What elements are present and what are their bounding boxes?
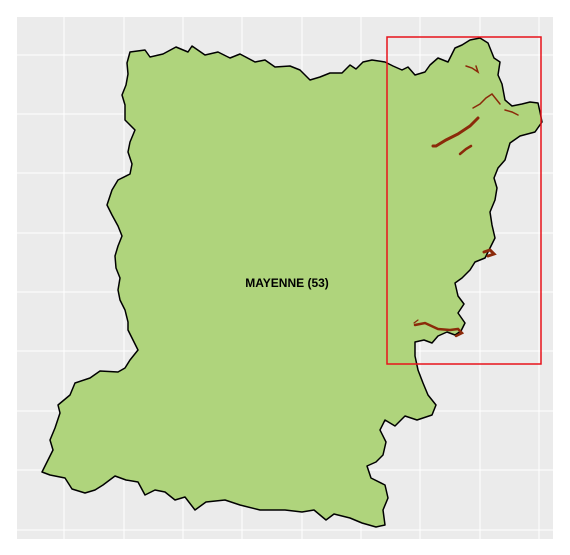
- region-label: MAYENNE (53): [245, 276, 329, 290]
- highlight-box: [386, 36, 542, 365]
- department-territory: [41, 37, 543, 528]
- highlight-features: [413, 65, 519, 338]
